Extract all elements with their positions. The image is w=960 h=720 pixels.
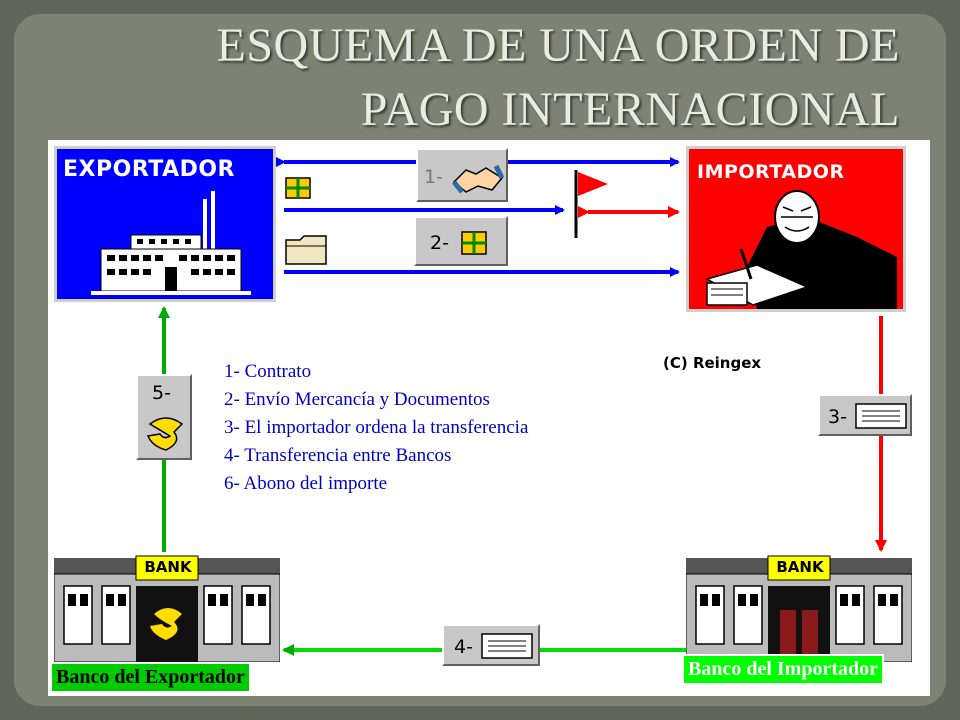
- bank-transfer-icon: [481, 633, 533, 659]
- step-3-box: 3-: [818, 394, 912, 436]
- exporter-label: EXPORTADOR: [63, 157, 235, 182]
- goods-package-icon: [285, 177, 311, 199]
- handshake-icon: [452, 164, 504, 194]
- exporter-panel: EXPORTADOR: [54, 146, 276, 302]
- legend-item: 2- Envío Mercancía y Documentos: [224, 389, 490, 410]
- title-line-2: PAGO INTERNACIONAL: [360, 83, 900, 136]
- exporter-bank: BANK: [54, 554, 280, 662]
- step-1-box: 1-: [416, 148, 508, 202]
- step-4-box: 4-: [442, 624, 540, 666]
- legend-item: 6- Abono del importe: [224, 473, 388, 494]
- documents-folder-icon: [285, 235, 327, 265]
- exporter-bank-label: Banco del Exportador: [50, 662, 251, 693]
- title-line-1: ESQUEMA DE UNA ORDEN DE: [216, 19, 900, 72]
- businessman-icon: [705, 190, 897, 309]
- step-5-label: 5-: [152, 382, 171, 404]
- transfer-order-icon: [855, 403, 907, 429]
- step-4-label: 4-: [454, 636, 473, 658]
- exporter-bank-sign: BANK: [144, 558, 192, 576]
- step-5-box: 5-: [136, 374, 192, 460]
- importer-bank: BANK: [686, 554, 912, 662]
- legend-item: 3- El importador ordena la transferencia: [224, 417, 529, 438]
- importer-bank-sign: BANK: [776, 558, 824, 576]
- copyright-text: (C) Reingex: [663, 354, 762, 372]
- package-icon: [461, 231, 487, 255]
- step-2-label: 2-: [430, 232, 449, 254]
- money-icon: [146, 417, 184, 451]
- flag-icon: [574, 170, 608, 238]
- legend-item: 1- Contrato: [224, 361, 312, 382]
- importer-bank-label: Banco del Importador: [682, 654, 884, 685]
- legend: 1- Contrato 2- Envío Mercancía y Documen…: [224, 358, 528, 498]
- payment-diagram: EXPORTADOR: [48, 140, 930, 696]
- bank-building-icon: [54, 555, 280, 662]
- step-3-label: 3-: [828, 406, 847, 428]
- bank-building-icon: [686, 555, 912, 662]
- step-2-box: 2-: [414, 216, 508, 266]
- factory-icon: [91, 191, 251, 295]
- importer-panel: IMPORTADOR: [686, 146, 906, 312]
- importer-label: IMPORTADOR: [697, 161, 845, 183]
- step-1-label: 1-: [424, 166, 443, 188]
- legend-item: 4- Transferencia entre Bancos: [224, 445, 452, 466]
